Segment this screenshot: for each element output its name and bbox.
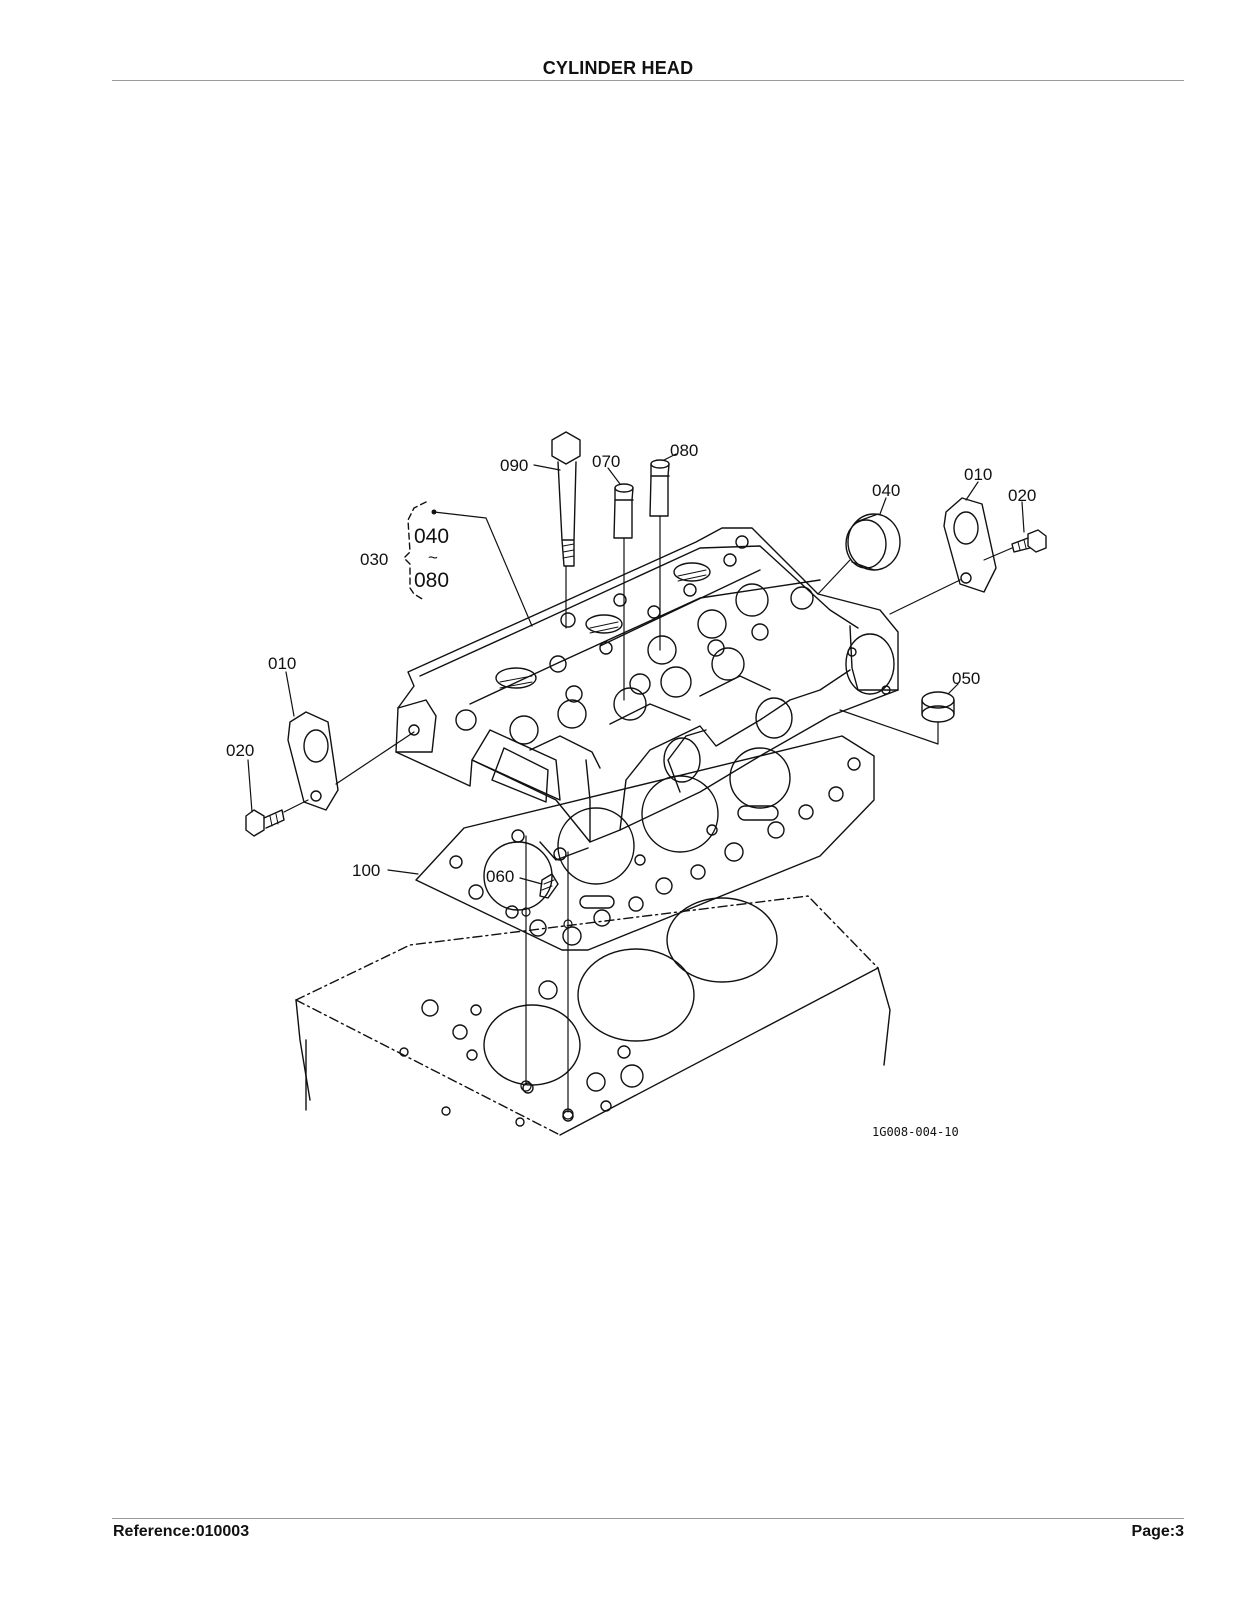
hook-plate-left [287, 711, 339, 811]
plug-050 [921, 691, 955, 723]
callout-020-left: 020 [226, 741, 254, 760]
callout-090: 090 [500, 456, 528, 475]
callout-020-right: 020 [1008, 486, 1036, 505]
callout-070: 070 [592, 452, 620, 471]
callout-060: 060 [486, 867, 514, 886]
page-number: Page:3 [1131, 1523, 1184, 1540]
callout-030-range-sep: ~ [428, 548, 438, 567]
callout-040: 040 [872, 481, 900, 500]
head-gasket [415, 735, 875, 951]
callout-100: 100 [352, 861, 380, 880]
callout-010-right: 010 [964, 465, 992, 484]
page-title: CYLINDER HEAD [542, 58, 694, 78]
callout-080: 080 [670, 441, 698, 460]
plug-040 [845, 513, 901, 571]
engine-block [295, 895, 891, 1136]
valve-guide-080 [649, 459, 670, 517]
header-rule [112, 80, 1184, 81]
callout-030-bracket [403, 501, 427, 601]
callout-030-range-to: 080 [414, 569, 449, 592]
leader-lines [247, 453, 1025, 1120]
callout-030: 030 [360, 550, 388, 569]
figure-id: 1G008-004-10 [872, 1125, 959, 1139]
head-bolt-090 [551, 431, 581, 567]
cylinder-head [395, 527, 899, 861]
reference-label: Reference:010003 [113, 1523, 250, 1540]
valve-guide-070 [613, 483, 634, 539]
callout-030-range-from: 040 [414, 525, 449, 548]
bolt-left [245, 809, 285, 837]
callout-010-left: 010 [268, 654, 296, 673]
footer-rule [112, 1518, 1184, 1519]
hook-plate-right [943, 497, 997, 593]
dowel-060 [539, 873, 559, 899]
callout-050: 050 [952, 669, 980, 688]
bolt-right [1011, 529, 1047, 553]
